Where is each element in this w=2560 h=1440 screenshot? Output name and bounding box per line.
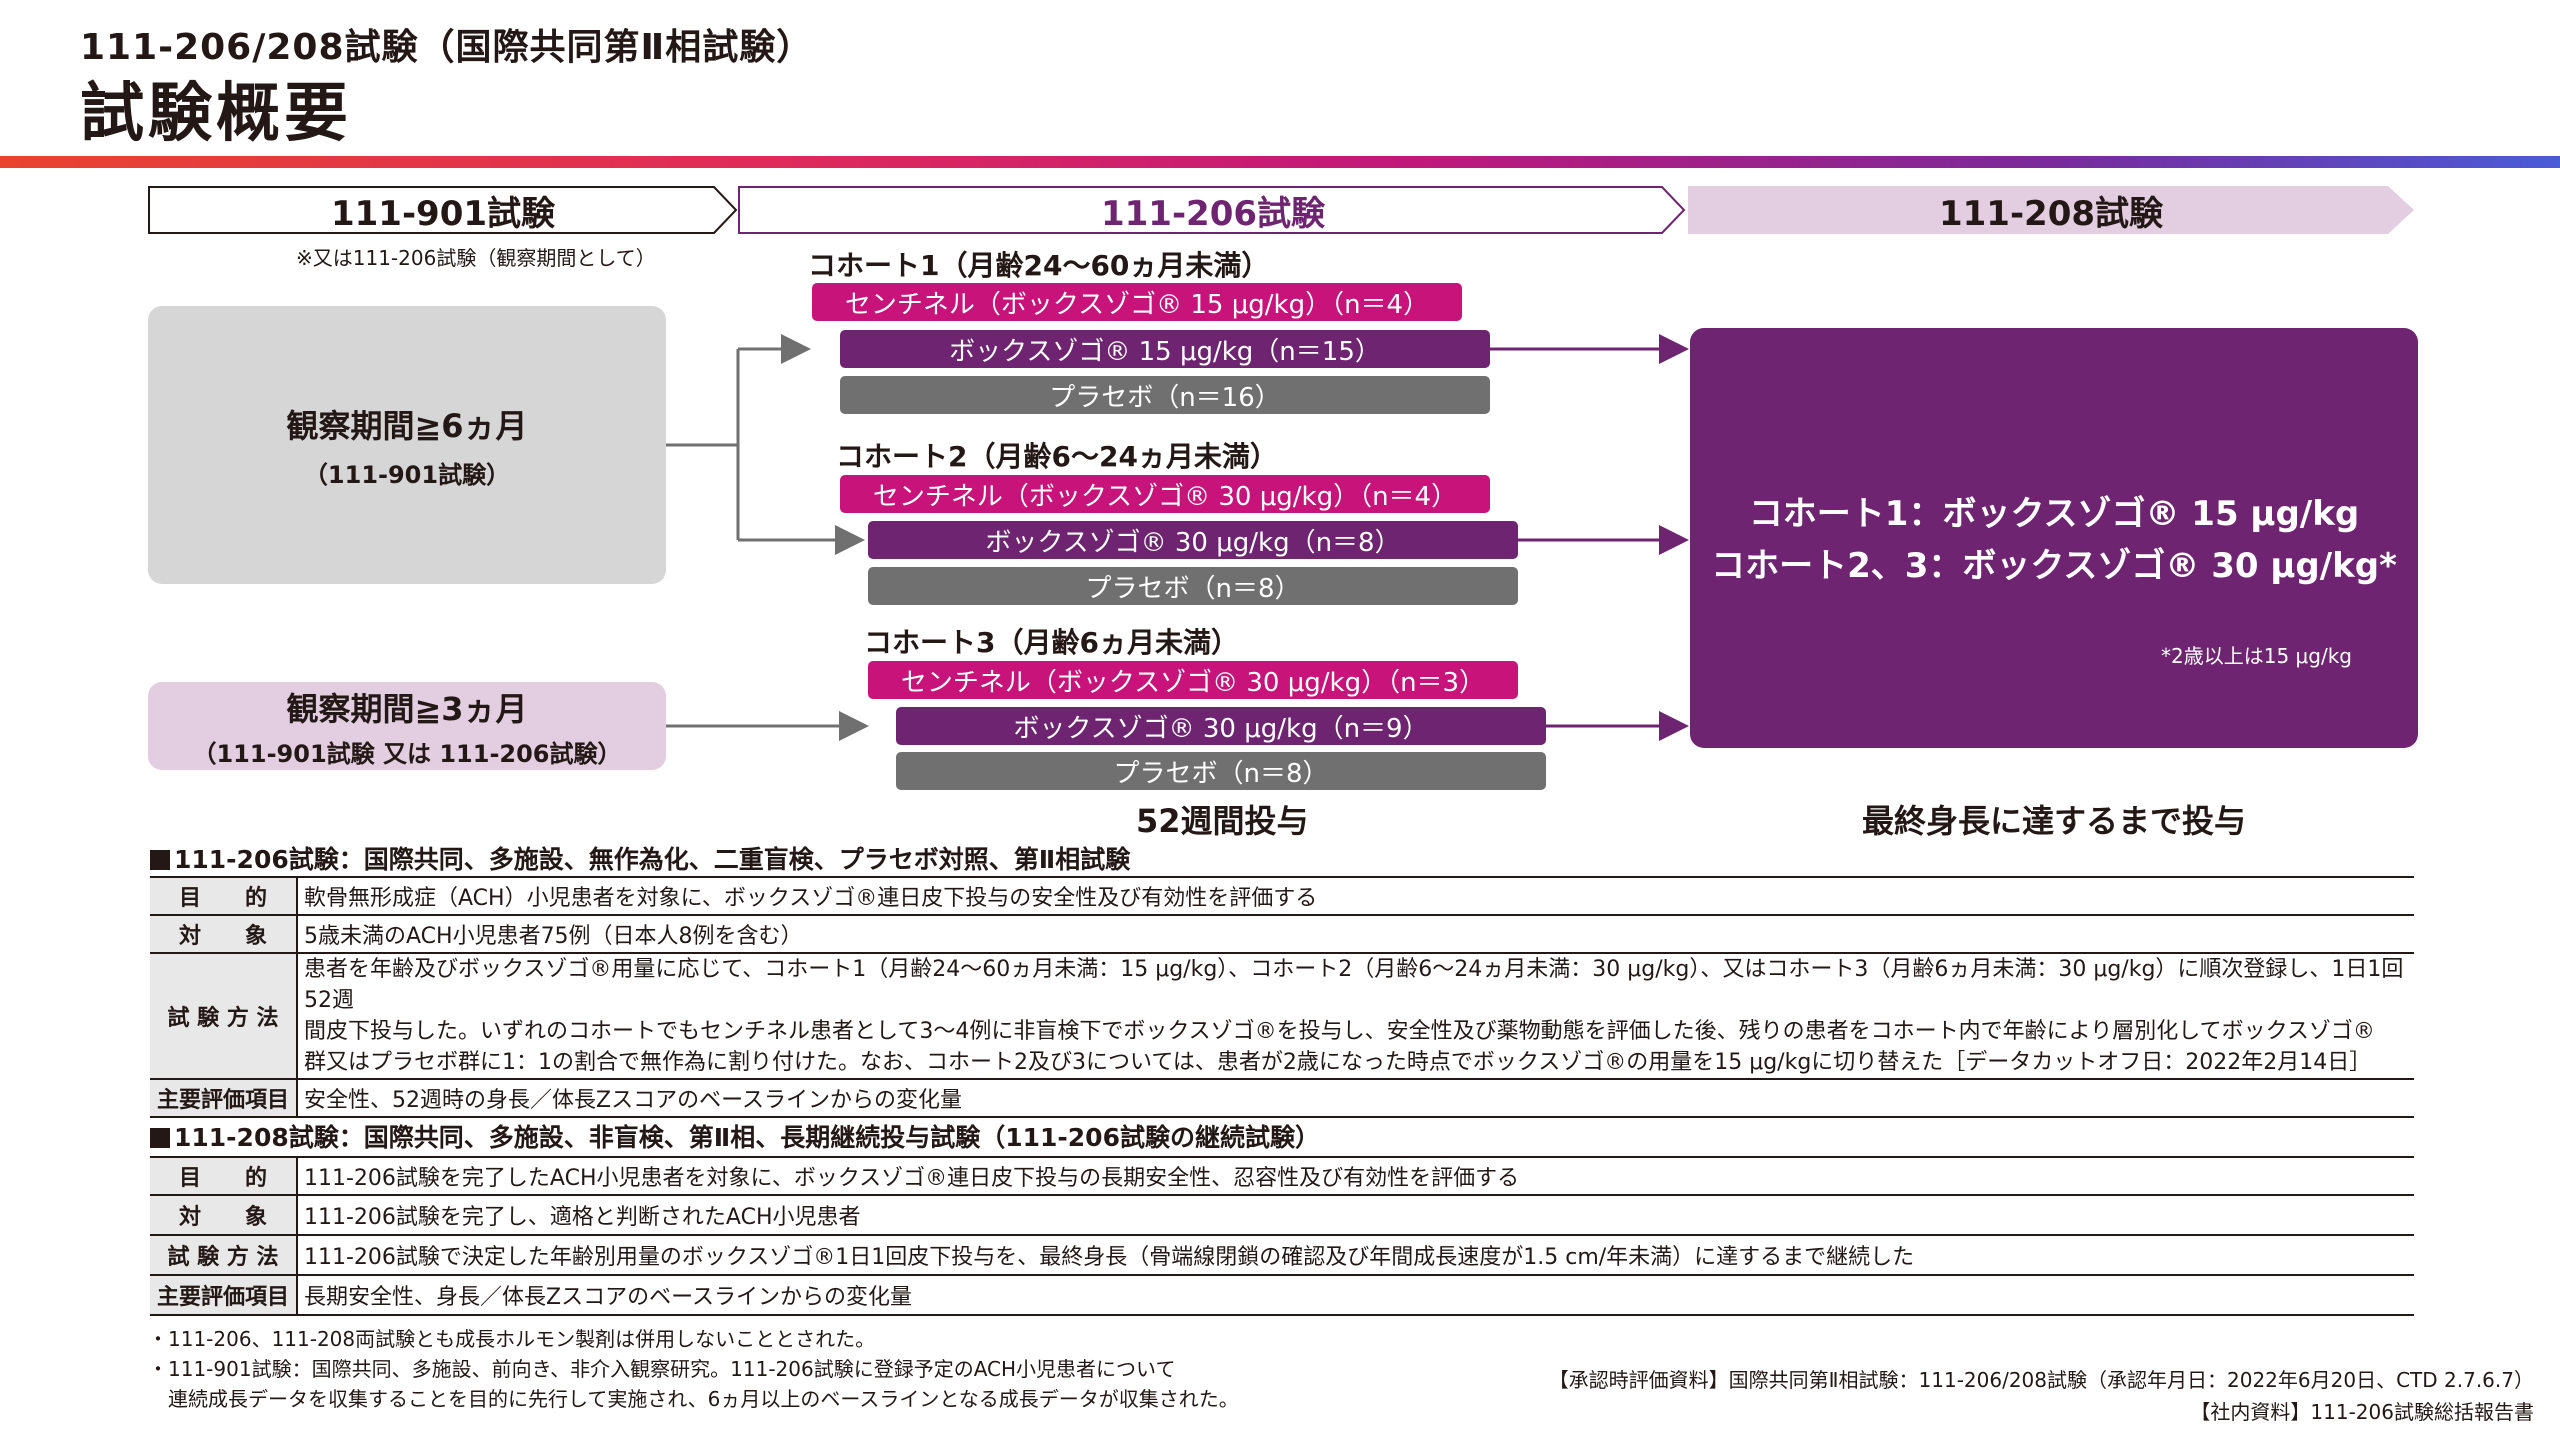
row-text: 5歳未満のACH小児患者75例（日本人8例を含む） (297, 915, 2414, 954)
phase-label: 111-901試験 (330, 193, 556, 234)
observation-sub: （111-901試験） (303, 460, 511, 489)
duration-label-final-height: 最終身長に達するまで投与 (1862, 802, 2247, 840)
arrow-filled-shape (1688, 186, 2414, 234)
section-2-heading: 111-208試験：国際共同、多施設、非盲検、第Ⅱ相、長期継続投与試験（111-… (150, 1118, 1320, 1154)
table-row: 主要評価項目 長期安全性、身長／体長Zスコアのベースラインからの変化量 (150, 1275, 2414, 1316)
phase-label: 111-206試験 (1100, 193, 1326, 234)
cohort-2-placebo: プラセボ（n＝8） (868, 567, 1518, 605)
cohort-2-sentinel: センチネル（ボックスゾゴ® 30 μg/kg）（n＝4） (840, 475, 1490, 513)
square-bullet-icon (150, 850, 170, 870)
reference-item: 【社内資料】111-206試験総括報告書 (2190, 1400, 2534, 1424)
row-text: 111-206試験を完了したACH小児患者を対象に、ボックスゾゴ®連日皮下投与の… (297, 1156, 2414, 1196)
cohort-1-placebo: プラセボ（n＝16） (840, 376, 1490, 414)
observation-title: 観察期間≧3ヵ月 (286, 689, 528, 728)
page-subtitle: 111-206/208試験（国際共同第Ⅱ相試験） (80, 27, 814, 68)
final-dose-line-2: コホート2、3：ボックスゾゴ® 30 μg/kg* (1711, 546, 2397, 586)
footnote-item: ・111-206、111-208両試験とも成長ホルモン製剤は併用しないこととされ… (148, 1327, 876, 1351)
cohort-1-sentinel: センチネル（ボックスゾゴ® 15 μg/kg）（n＝4） (812, 283, 1462, 321)
cohort-1-title: コホート1（月齢24〜60ヵ月未満） (808, 249, 1270, 282)
table-row: 試 験 方 法 患者を年齢及びボックスゾゴ®用量に応じて、コホート1（月齢24〜… (150, 953, 2414, 1080)
header-gradient-bar (0, 156, 2560, 168)
footnote-item: 連続成長データを収集することを目的に先行して実施され、6ヵ月以上のベースラインと… (148, 1387, 1239, 1411)
cohort-2-title: コホート2（月齢6〜24ヵ月未満） (836, 440, 1278, 473)
observation-box-3m: 観察期間≧3ヵ月 （111-901試験 又は 111-206試験） (148, 682, 666, 770)
section-2-table: 目 的 111-206試験を完了したACH小児患者を対象に、ボックスゾゴ®連日皮… (150, 1156, 2414, 1316)
final-dosing-box: コホート1：ボックスゾゴ® 15 μg/kg コホート2、3：ボックスゾゴ® 3… (1690, 328, 2418, 748)
cohort-3-sentinel: センチネル（ボックスゾゴ® 30 μg/kg）（n＝3） (868, 661, 1518, 699)
row-head: 目 的 (150, 876, 298, 916)
phase-label: 111-208試験 (1938, 193, 2164, 234)
row-text: 患者を年齢及びボックスゾゴ®用量に応じて、コホート1（月齢24〜60ヵ月未満：1… (297, 953, 2414, 1080)
row-head: 主要評価項目 (150, 1275, 298, 1316)
final-dose-footnote: *2歳以上は15 μg/kg (2161, 644, 2352, 668)
row-head: 対 象 (150, 915, 298, 954)
footnote-item: ・111-901試験：国際共同、多施設、前向き、非介入観察研究。111-206試… (148, 1357, 1176, 1381)
table-row: 対 象 5歳未満のACH小児患者75例（日本人8例を含む） (150, 915, 2414, 954)
row-head: 主要評価項目 (150, 1079, 298, 1118)
row-head: 目 的 (150, 1156, 298, 1196)
cohort-2-drug: ボックスゾゴ® 30 μg/kg（n＝8） (868, 521, 1518, 559)
references: 【承認時評価資料】国際共同第Ⅱ相試験：111-206/208試験（承認年月日：2… (1549, 1364, 2534, 1428)
arrow-outline-shape (148, 186, 738, 234)
arrow-outline-shape (738, 186, 1686, 234)
table-row: 目 的 111-206試験を完了したACH小児患者を対象に、ボックスゾゴ®連日皮… (150, 1156, 2414, 1196)
square-bullet-icon (150, 1128, 170, 1148)
row-text: 安全性、52週時の身長／体長Zスコアのベースラインからの変化量 (297, 1079, 2414, 1118)
table-row: 目 的 軟骨無形成症（ACH）小児患者を対象に、ボックスゾゴ®連日皮下投与の安全… (150, 876, 2414, 916)
table-row: 試 験 方 法 111-206試験で決定した年齢別用量のボックスゾゴ®1日1回皮… (150, 1235, 2414, 1276)
row-text: 長期安全性、身長／体長Zスコアのベースラインからの変化量 (297, 1275, 2414, 1316)
phase-note: ※又は111-206試験（観察期間として） (296, 246, 656, 270)
final-dose-line-1: コホート1：ボックスゾゴ® 15 μg/kg (1748, 494, 2360, 534)
page-title: 試験概要 (80, 77, 352, 151)
section-1-heading: 111-206試験：国際共同、多施設、無作為化、二重盲検、プラセボ対照、第Ⅱ相試… (150, 840, 1130, 876)
cohort-3-drug: ボックスゾゴ® 30 μg/kg（n＝9） (896, 707, 1546, 745)
observation-title: 観察期間≧6ヵ月 (286, 406, 528, 445)
cohort-3-placebo: プラセボ（n＝8） (896, 752, 1546, 790)
cohort-1-drug: ボックスゾゴ® 15 μg/kg（n＝15） (840, 330, 1490, 368)
table-row: 主要評価項目 安全性、52週時の身長／体長Zスコアのベースラインからの変化量 (150, 1079, 2414, 1118)
row-text: 軟骨無形成症（ACH）小児患者を対象に、ボックスゾゴ®連日皮下投与の安全性及び有… (297, 876, 2414, 916)
row-head: 対 象 (150, 1195, 298, 1236)
phase-arrow-111-901: 111-901試験 (148, 186, 738, 234)
row-head: 試 験 方 法 (150, 953, 298, 1080)
table-row: 対 象 111-206試験を完了し、適格と判断されたACH小児患者 (150, 1195, 2414, 1236)
cohort-3-title: コホート3（月齢6ヵ月未満） (864, 626, 1239, 659)
row-text: 111-206試験で決定した年齢別用量のボックスゾゴ®1日1回皮下投与を、最終身… (297, 1235, 2414, 1276)
phase-arrow-111-208: 111-208試験 (1688, 186, 2414, 234)
row-text: 111-206試験を完了し、適格と判断されたACH小児患者 (297, 1195, 2414, 1236)
reference-item: 【承認時評価資料】国際共同第Ⅱ相試験：111-206/208試験（承認年月日：2… (1548, 1368, 2534, 1392)
phase-arrow-111-206: 111-206試験 (738, 186, 1688, 234)
footnotes: ・111-206、111-208両試験とも成長ホルモン製剤は併用しないこととされ… (148, 1324, 1239, 1414)
observation-sub: （111-901試験 又は 111-206試験） (192, 739, 622, 768)
section-1-table: 目 的 軟骨無形成症（ACH）小児患者を対象に、ボックスゾゴ®連日皮下投与の安全… (150, 876, 2414, 1118)
duration-label-52w: 52週間投与 (1136, 802, 1309, 840)
row-head: 試 験 方 法 (150, 1235, 298, 1276)
observation-box-6m: 観察期間≧6ヵ月 （111-901試験） (148, 306, 666, 584)
